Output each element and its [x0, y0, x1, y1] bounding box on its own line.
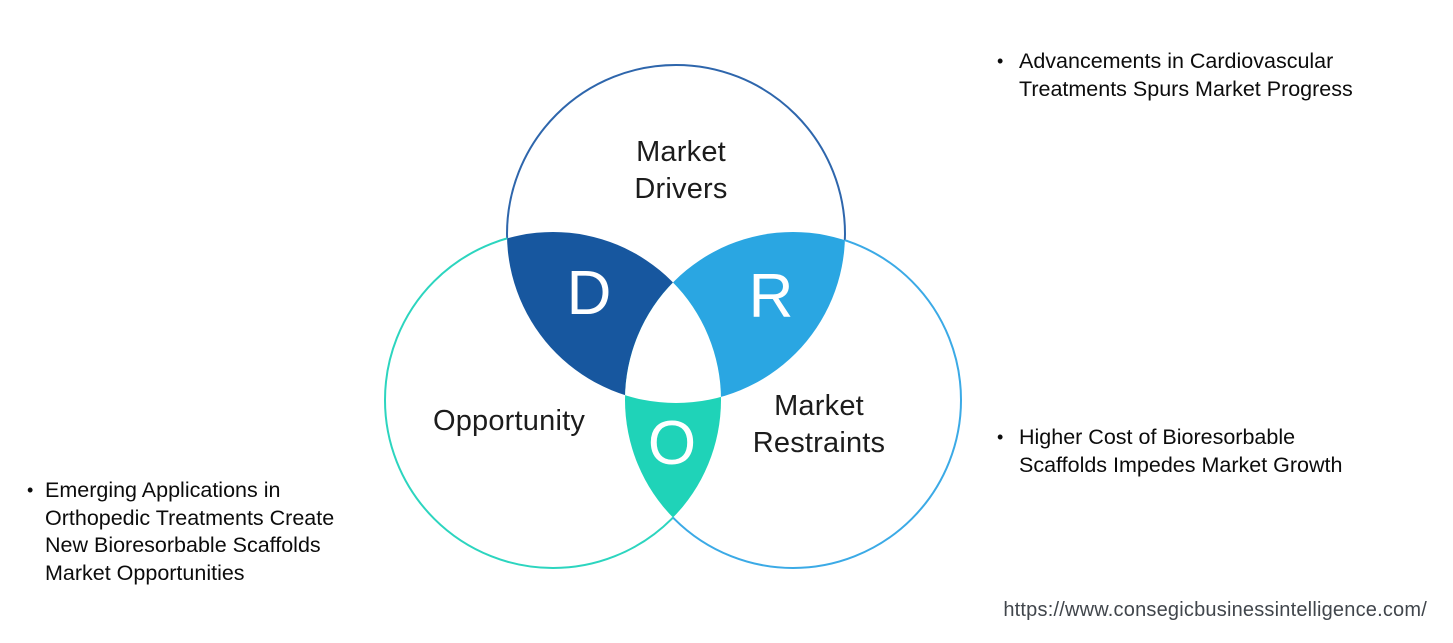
- market-restraints-label-line2: Restraints: [752, 427, 886, 459]
- bullet-icon: •: [997, 51, 1004, 71]
- restraints-note: • Higher Cost of Bioresorbable Scaffolds…: [997, 424, 1427, 479]
- market-restraints-label-line1: Market: [774, 390, 864, 422]
- drivers-circle-outline: [506, 64, 846, 404]
- restraints-note-line1: Higher Cost of Bioresorbable: [1019, 425, 1296, 449]
- bullet-icon: •: [997, 427, 1004, 447]
- letter-d: D: [566, 258, 612, 328]
- drivers-note: • Advancements in Cardiovascular Treatme…: [997, 48, 1427, 103]
- market-restraints-label: Market Restraints: [719, 388, 919, 462]
- opportunity-note-line2: Orthopedic Treatments Create: [45, 505, 335, 530]
- opportunity-circle-outline: [384, 231, 722, 569]
- market-drivers-label-line1: Market: [636, 136, 726, 168]
- opportunity-label: Opportunity: [432, 405, 586, 437]
- drivers-note-line1: Advancements in Cardiovascular: [1019, 49, 1334, 73]
- source-url: https://www.consegicbusinessintelligence…: [1003, 599, 1427, 621]
- bullet-icon: •: [27, 480, 34, 500]
- market-drivers-label-line2: Drivers: [634, 173, 728, 205]
- opportunity-note: • Emerging Applications in Orthopedic Tr…: [27, 477, 417, 587]
- drivers-note-text: Advancements in Cardiovascular Treatment…: [1019, 48, 1353, 103]
- restraints-note-line2: Scaffolds Impedes Market Growth: [1019, 452, 1343, 477]
- restraints-note-text: Higher Cost of Bioresorbable Scaffolds I…: [1019, 424, 1342, 479]
- opportunity-note-line1: Emerging Applications in: [45, 478, 281, 502]
- letter-r: R: [748, 261, 794, 331]
- opportunity-note-line4: Market Opportunities: [45, 560, 245, 585]
- opportunity-note-line3: New Bioresorbable Scaffolds: [45, 533, 321, 557]
- market-drivers-label: Market Drivers: [576, 134, 786, 208]
- opportunity-note-text: Emerging Applications in Orthopedic Trea…: [45, 477, 334, 587]
- restraints-circle-outline: [624, 231, 962, 569]
- drivers-note-line2: Treatments Spurs Market Progress: [1019, 76, 1353, 101]
- letter-o: O: [647, 408, 697, 478]
